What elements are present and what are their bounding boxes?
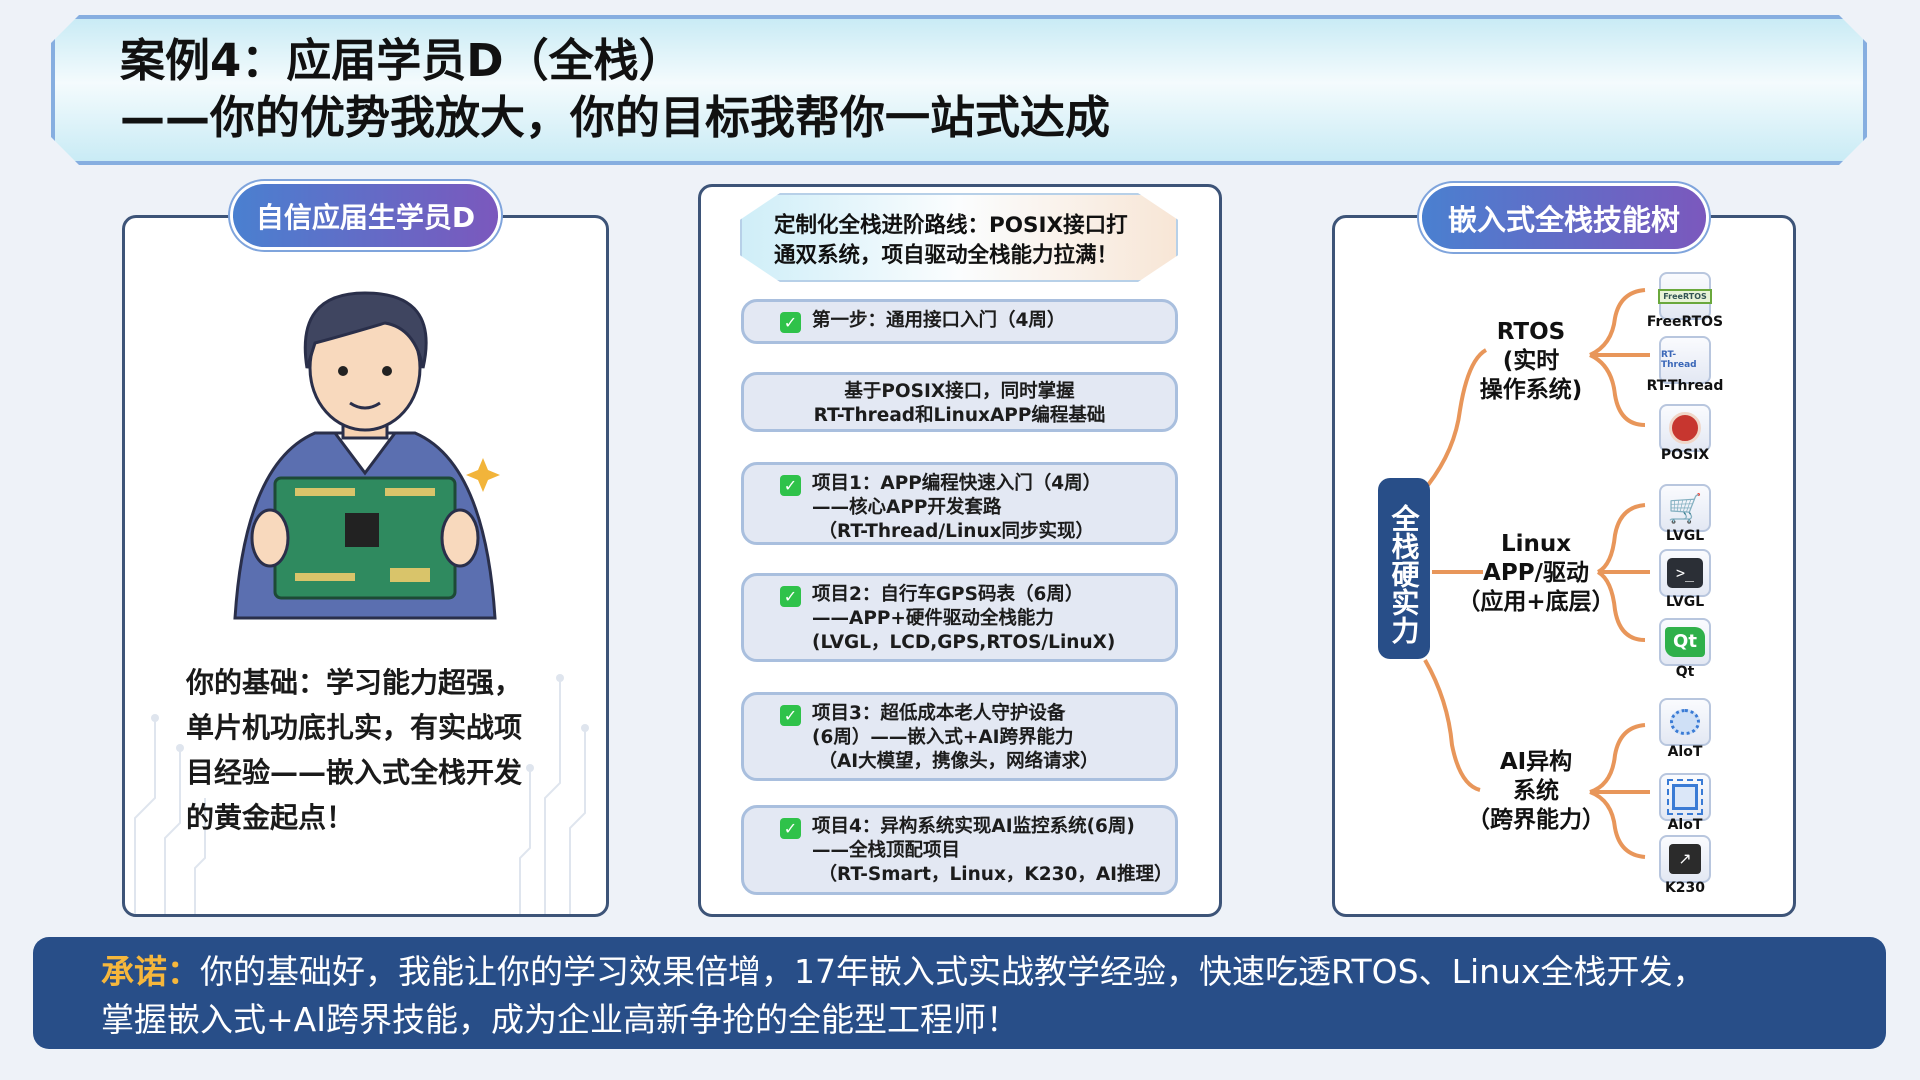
skill-label: FreeRTOS — [1646, 314, 1724, 330]
checkbox-checked-icon: ✓ — [780, 475, 801, 496]
roadmap-step: ✓ 项目1：APP编程快速入门（4周） ——核心APP开发套路 （RT-Thre… — [741, 462, 1178, 545]
terminal-icon: >_ — [1659, 549, 1711, 597]
page-title: 案例4：应届学员D（全栈） — [120, 34, 684, 87]
roadmap-step: ✓ 项目2：自行车GPS码表（6周） ——APP+硬件驱动全栈能力 (LVGL，… — [741, 573, 1178, 662]
promise-line2: 掌握嵌入式+AI跨界技能，成为企业高新争抢的全能型工程师！ — [101, 1000, 1019, 1039]
checkbox-checked-icon: ✓ — [780, 586, 801, 607]
skill-label: LVGL — [1665, 528, 1705, 544]
roadmap-step: 基于POSIX接口，同时掌握 RT-Thread和LinuxAPP编程基础 — [741, 372, 1178, 432]
student-intro: 你的基础：学习能力超强， 单片机功底扎实，有实战项 目经验——嵌入式全栈开发 的… — [186, 660, 522, 840]
skill-label: POSIX — [1660, 447, 1710, 463]
intro-line: 的黄金起点！ — [186, 801, 355, 834]
connector-ai — [1423, 659, 1481, 792]
skill-label: AloT — [1667, 744, 1703, 760]
branch-rtos: RTOS (实时 操作系统) — [1479, 319, 1583, 403]
student-illustration — [233, 291, 500, 620]
ai-brain-icon — [1659, 698, 1711, 746]
freertos-logo-icon: FreeRTOS — [1658, 272, 1712, 320]
k230-chip-icon: ↗ — [1659, 835, 1711, 883]
step-text: 基于POSIX接口，同时掌握 RT-Thread和LinuxAPP编程基础 — [813, 381, 1106, 426]
promise-lead: 承诺： — [101, 952, 200, 991]
skill-label: LVGL — [1665, 594, 1705, 610]
roadmap-heading: 定制化全栈进阶路线：POSIX接口打 通双系统，项自驱动全栈能力拉满！ — [740, 193, 1178, 282]
connector-rtos — [1426, 348, 1488, 487]
branch-linux: Linux APP/驱动 （应用+底层） — [1457, 531, 1615, 615]
skill-label: AloT — [1667, 817, 1703, 833]
connector-rtos-posix — [1589, 353, 1646, 427]
checkbox-checked-icon: ✓ — [780, 312, 801, 333]
checkbox-checked-icon: ✓ — [780, 818, 801, 839]
chip-icon — [1659, 773, 1711, 821]
cart-icon: 🛒 — [1659, 484, 1711, 532]
step-text: 项目1：APP编程快速入门（4周） ——核心APP开发套路 （RT-Thread… — [812, 473, 1102, 542]
circuit-decoration — [134, 674, 589, 914]
connector-ai-k230 — [1589, 790, 1646, 859]
student-panel — [122, 215, 609, 917]
intro-line: 单片机功底扎实，有实战项 — [186, 711, 523, 744]
promise-line1: 你的基础好，我能让你的学习效果倍增，17年嵌入式实战教学经验，快速吃透RTOS、… — [200, 952, 1706, 991]
skill-tree-badge: 嵌入式全栈技能树 — [1422, 186, 1706, 249]
connector-ai-brain — [1589, 723, 1646, 794]
intro-line: 你的基础：学习能力超强， — [186, 666, 523, 699]
connector-rtos-freertos — [1589, 288, 1646, 357]
roadmap-step: ✓ 项目3：超低成本老人守护设备 (6周）——嵌入式+AI跨界能力 （AI大模望… — [741, 692, 1178, 781]
promise-banner: 承诺：你的基础好，我能让你的学习效果倍增，17年嵌入式实战教学经验，快速吃透RT… — [33, 937, 1886, 1049]
roadmap-step: ✓ 第一步：通用接口入门（4周） — [741, 299, 1178, 344]
connector-linux-lvgl — [1596, 503, 1646, 574]
skill-label: K230 — [1664, 880, 1706, 896]
qt-logo-icon: Qt — [1659, 618, 1711, 666]
step-text: 项目3：超低成本老人守护设备 (6周）——嵌入式+AI跨界能力 （AI大模望，携… — [812, 703, 1099, 772]
roadmap-step: ✓ 项目4：异构系统实现AI监控系统(6周) ——全栈顶配项目 （RT-Smar… — [741, 805, 1178, 895]
step-text: 第一步：通用接口入门（4周） — [812, 310, 1066, 331]
checkbox-checked-icon: ✓ — [780, 705, 801, 726]
skill-label: Qt — [1675, 664, 1695, 680]
intro-line: 目经验——嵌入式全栈开发 — [186, 756, 523, 789]
posix-logo-icon — [1659, 404, 1711, 452]
step-text: 项目2：自行车GPS码表（6周） ——APP+硬件驱动全栈能力 (LVGL，LC… — [812, 584, 1116, 653]
rt-thread-logo-icon: RT-Thread — [1659, 336, 1711, 384]
step-text: 项目4：异构系统实现AI监控系统(6周) ——全栈顶配项目 （RT-Smart，… — [812, 816, 1173, 885]
student-badge: 自信应届生学员D — [233, 184, 498, 247]
connector-linux-qt — [1596, 570, 1646, 642]
tree-root: 全栈硬实力 — [1378, 478, 1430, 659]
header-banner — [51, 15, 1867, 165]
skill-label: RT-Thread — [1646, 378, 1724, 394]
page-subtitle: ——你的优势我放大，你的目标我帮你一站式达成 — [120, 91, 1111, 144]
branch-ai: AI异构 系统 （跨界能力） — [1467, 749, 1605, 833]
